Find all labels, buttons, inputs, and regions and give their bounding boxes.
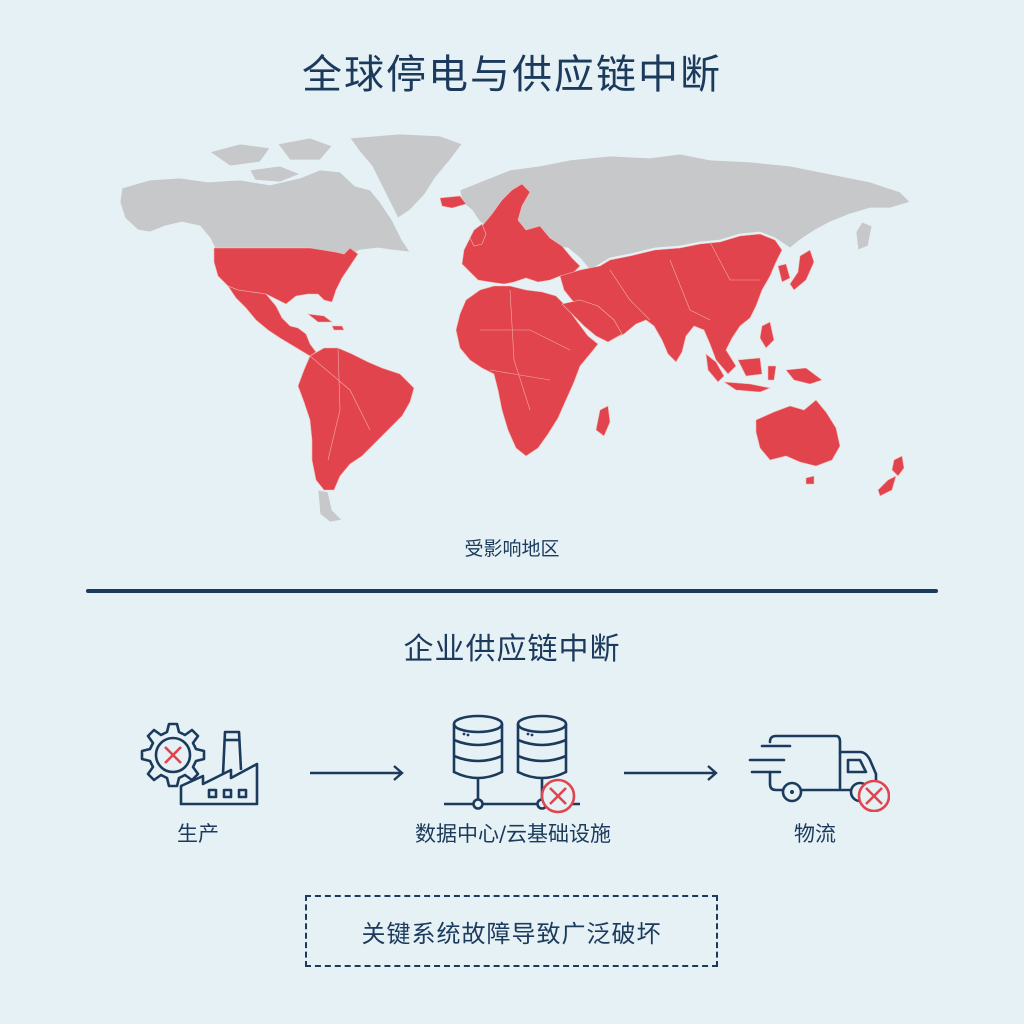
page-title: 全球停电与供应链中断 (302, 52, 722, 98)
node-label: 物流 (794, 822, 836, 846)
factory-gear-error-icon (140, 722, 259, 806)
error-x-icon (540, 778, 576, 814)
affected-land (213, 183, 905, 497)
summary-callout: 关键系统故障导致广泛破坏 (305, 895, 718, 967)
flow-arrow-icon (310, 765, 404, 781)
flow-node-data-center: 数据中心/云基础设施 (388, 712, 638, 848)
database-server-error-icon (444, 714, 580, 814)
callout-text: 关键系统故障导致广泛破坏 (361, 919, 662, 948)
country-borders (309, 241, 760, 461)
flow-node-production: 生产 (118, 718, 278, 848)
flow-node-logistics: 物流 (730, 726, 900, 848)
error-x-icon (857, 779, 890, 812)
node-label: 数据中心/云基础设施 (414, 822, 612, 846)
flow-arrow-icon (624, 765, 718, 781)
node-label: 生产 (177, 822, 219, 846)
delivery-truck-error-icon (748, 734, 890, 812)
section-title: 企业供应链中断 (403, 632, 621, 667)
world-map (119, 133, 911, 523)
map-caption: 受影响地区 (464, 538, 560, 560)
error-x-icon (154, 736, 192, 774)
section-divider (86, 589, 938, 593)
unaffected-land (119, 133, 911, 523)
